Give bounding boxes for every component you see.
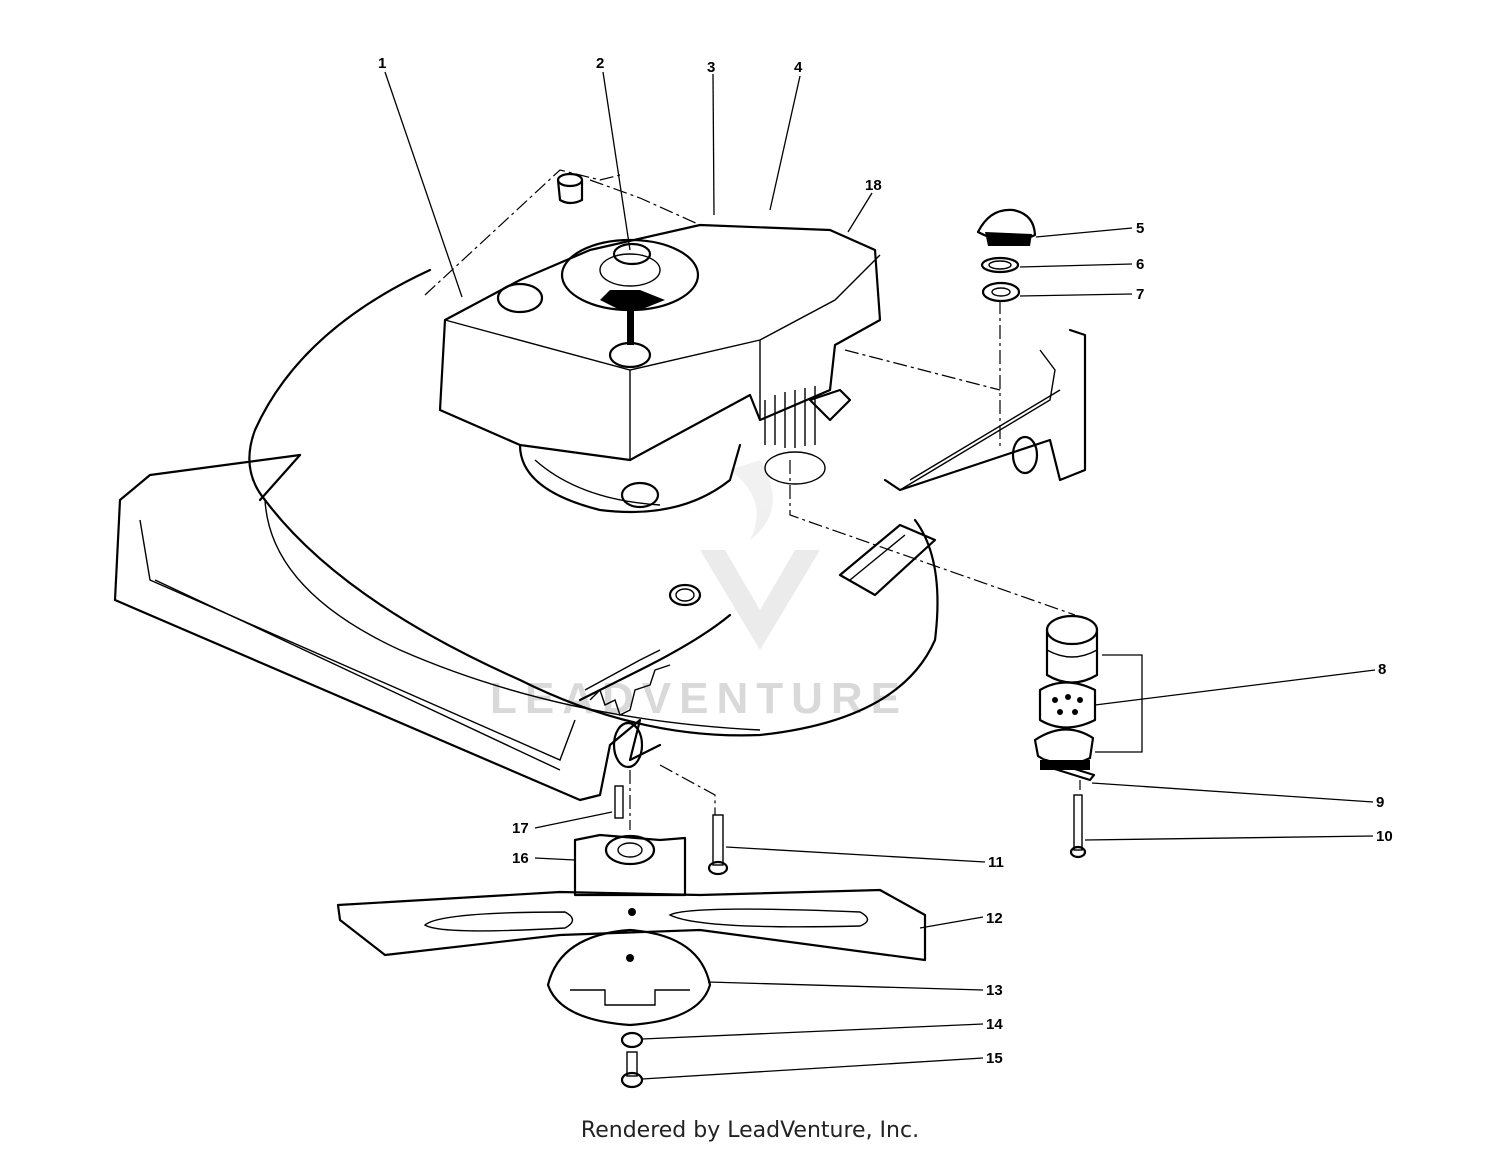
callout-8: 8 <box>1378 661 1386 678</box>
callout-3: 3 <box>707 59 715 76</box>
assembly-guide-lines <box>424 169 1081 830</box>
callout-15: 15 <box>986 1050 1003 1067</box>
engine <box>438 172 882 514</box>
callout-2: 2 <box>596 55 604 72</box>
wheel-cap-assembly <box>976 208 1037 303</box>
callout-12: 12 <box>986 910 1003 927</box>
callout-5: 5 <box>1136 220 1144 237</box>
callout-9: 9 <box>1376 794 1384 811</box>
leader-lines <box>384 71 1376 1080</box>
callout-14: 14 <box>986 1016 1003 1033</box>
mower-deck <box>113 268 1087 802</box>
callout-7: 7 <box>1136 286 1144 303</box>
callout-10: 10 <box>1376 828 1393 845</box>
callout-6: 6 <box>1136 256 1144 273</box>
callout-labels: 1 2 3 4 18 5 6 7 8 9 10 11 12 13 14 15 1… <box>378 55 1393 1067</box>
callout-4: 4 <box>794 59 803 76</box>
callout-1: 1 <box>378 55 386 72</box>
watermark-logo <box>700 460 820 650</box>
wheel-adapter-stack <box>1033 614 1099 859</box>
callout-18: 18 <box>865 177 882 194</box>
callout-11: 11 <box>988 854 1004 871</box>
callout-16: 16 <box>512 850 529 867</box>
callout-13: 13 <box>986 982 1003 999</box>
callout-17: 17 <box>512 820 529 837</box>
footer-credit: Rendered by LeadVenture, Inc. <box>581 1118 919 1143</box>
blade-assembly <box>336 785 927 1089</box>
